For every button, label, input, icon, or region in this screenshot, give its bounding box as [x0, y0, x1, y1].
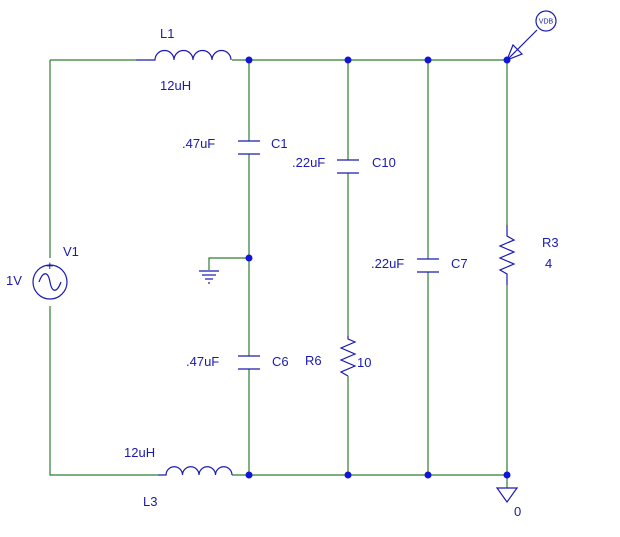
- capacitor-c6-value: .47uF: [186, 354, 219, 369]
- voltage-source-v1[interactable]: + V1 1V: [6, 244, 79, 300]
- resistor-r3-value: 4: [545, 256, 552, 271]
- vdb-probe[interactable]: VDB: [505, 10, 557, 62]
- voltage-source-v1-plus: +: [46, 258, 54, 273]
- voltage-source-v1-ref: V1: [63, 244, 79, 259]
- ground-symbol-left: [199, 270, 219, 284]
- capacitor-c7[interactable]: .22uF C7: [371, 256, 468, 273]
- ground-zero-triangle: [495, 487, 519, 504]
- capacitor-c10-value: .22uF: [292, 155, 325, 170]
- inductor-l1-coil: [136, 49, 232, 61]
- capacitor-c7-ref: C7: [451, 256, 468, 271]
- capacitor-c1[interactable]: .47uF C1: [182, 136, 288, 155]
- voltage-source-v1-body: [32, 264, 68, 300]
- junction-dot: [424, 56, 432, 64]
- inductor-l3-value: 12uH: [124, 445, 155, 460]
- wire-top-left: [49, 59, 136, 258]
- inductor-l3-coil: [158, 466, 233, 476]
- inductor-l3-ref: L3: [143, 494, 157, 509]
- junction-dot: [245, 56, 253, 64]
- capacitor-c10[interactable]: .22uF C10: [292, 155, 396, 174]
- ground-symbol-zero: 0: [495, 487, 521, 519]
- resistor-r6-value: 10: [357, 355, 371, 370]
- vdb-probe-circle: [535, 10, 557, 32]
- vdb-probe-label: VDB: [539, 19, 554, 26]
- vdb-probe-lead: [506, 29, 538, 61]
- resistor-r6-ref: R6: [305, 353, 322, 368]
- resistor-r6-zigzag: [339, 336, 357, 377]
- junction-dot: [245, 254, 253, 262]
- resistor-r3-zigzag: [498, 225, 516, 285]
- wires: [49, 59, 508, 488]
- wire-bottom-left: [49, 306, 158, 476]
- wire-ground-stub: [208, 257, 249, 270]
- inductor-l1[interactable]: L1 12uH: [136, 26, 232, 93]
- ground-zero-label: 0: [514, 504, 521, 519]
- voltage-source-v1-value: 1V: [6, 273, 22, 288]
- junction-dot: [245, 471, 253, 479]
- capacitor-c1-value: .47uF: [182, 136, 215, 151]
- inductor-l1-ref: L1: [160, 26, 174, 41]
- capacitor-c6-ref: C6: [272, 354, 289, 369]
- inductor-l3[interactable]: 12uH L3: [124, 445, 233, 509]
- junction-dot: [424, 471, 432, 479]
- voltage-source-v1-sine: [38, 273, 62, 291]
- junction-dots: [245, 56, 511, 479]
- capacitor-c10-ref: C10: [372, 155, 396, 170]
- resistor-r6[interactable]: R6 10: [305, 336, 371, 377]
- junction-dot: [503, 471, 511, 479]
- junction-dot: [344, 471, 352, 479]
- vdb-probe-arrow: [505, 43, 524, 62]
- resistor-r3[interactable]: R3 4: [498, 225, 559, 285]
- capacitor-c1-ref: C1: [271, 136, 288, 151]
- junction-dot: [503, 56, 511, 64]
- capacitor-c6[interactable]: .47uF C6: [186, 354, 289, 370]
- junction-dot: [344, 56, 352, 64]
- inductor-l1-value: 12uH: [160, 78, 191, 93]
- resistor-r3-ref: R3: [542, 235, 559, 250]
- capacitor-c7-value: .22uF: [371, 256, 404, 271]
